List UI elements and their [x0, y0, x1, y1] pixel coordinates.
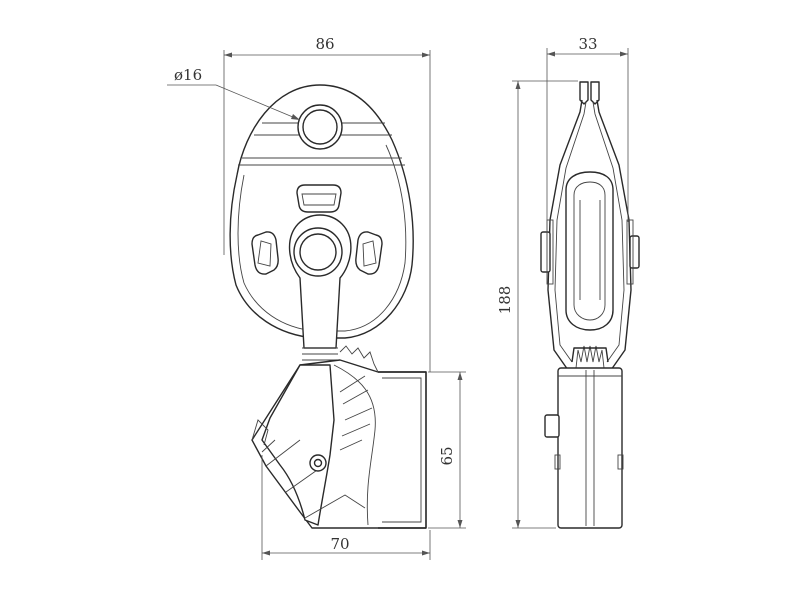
cam-ridges: [339, 375, 373, 451]
lock-knob-side: [554, 454, 561, 470]
left-window-inner: [257, 240, 272, 267]
dim-label-65: 65: [438, 446, 456, 465]
inner-cam-curve: [333, 364, 376, 526]
sheave-groove: [573, 181, 606, 321]
housing-box-inner: [382, 377, 422, 523]
top-window: [296, 184, 342, 213]
front-view: [229, 84, 427, 529]
housing-box: [378, 371, 427, 529]
lock-button-side: [544, 414, 560, 438]
sheave-groove-inner: [579, 200, 601, 300]
front-dimensions: 86 ø16 70 65: [167, 35, 466, 560]
cam-collar-side: [571, 347, 609, 363]
center-axle-outer: [293, 227, 343, 277]
top-bore-inner: [302, 109, 338, 145]
axle-boss-left: [540, 231, 551, 273]
cam-edge-left: [251, 419, 276, 453]
center-axle-inner: [299, 233, 337, 271]
sheave-outline: [565, 171, 614, 331]
axle-nut-right: [626, 219, 634, 285]
jaw-lines: [265, 439, 366, 519]
axle-boss-right: [629, 235, 640, 269]
axle-nut-left: [546, 219, 554, 285]
lock-housing-side: [557, 367, 623, 529]
side-cheek-right-inner: [592, 101, 625, 363]
leader-line-d16-diag: [215, 84, 301, 121]
cam-pivot-outer: [309, 454, 327, 472]
side-dimensions: 33 188: [496, 35, 629, 529]
cam-body: [261, 364, 335, 526]
right-window-inner: [362, 240, 377, 267]
left-window: [251, 231, 279, 275]
dim-label-188: 188: [496, 286, 514, 315]
top-window-inner: [301, 193, 337, 206]
dim-label-33: 33: [578, 35, 597, 53]
side-view: [540, 81, 640, 529]
dim-label-86: 86: [315, 35, 334, 53]
right-window: [355, 231, 383, 275]
lock-knob-side-right: [617, 454, 624, 470]
cam-pivot-inner: [313, 458, 323, 468]
cam-teeth-side: [575, 345, 605, 369]
top-bore-outer: [297, 104, 343, 150]
dim-label-d16: ø16: [174, 66, 202, 84]
dim-label-70: 70: [330, 535, 349, 553]
side-cheek-left-inner: [554, 101, 587, 363]
side-cheek-right: [596, 99, 632, 371]
plate-inner-line: [237, 144, 407, 332]
cam-teeth: [339, 345, 379, 373]
